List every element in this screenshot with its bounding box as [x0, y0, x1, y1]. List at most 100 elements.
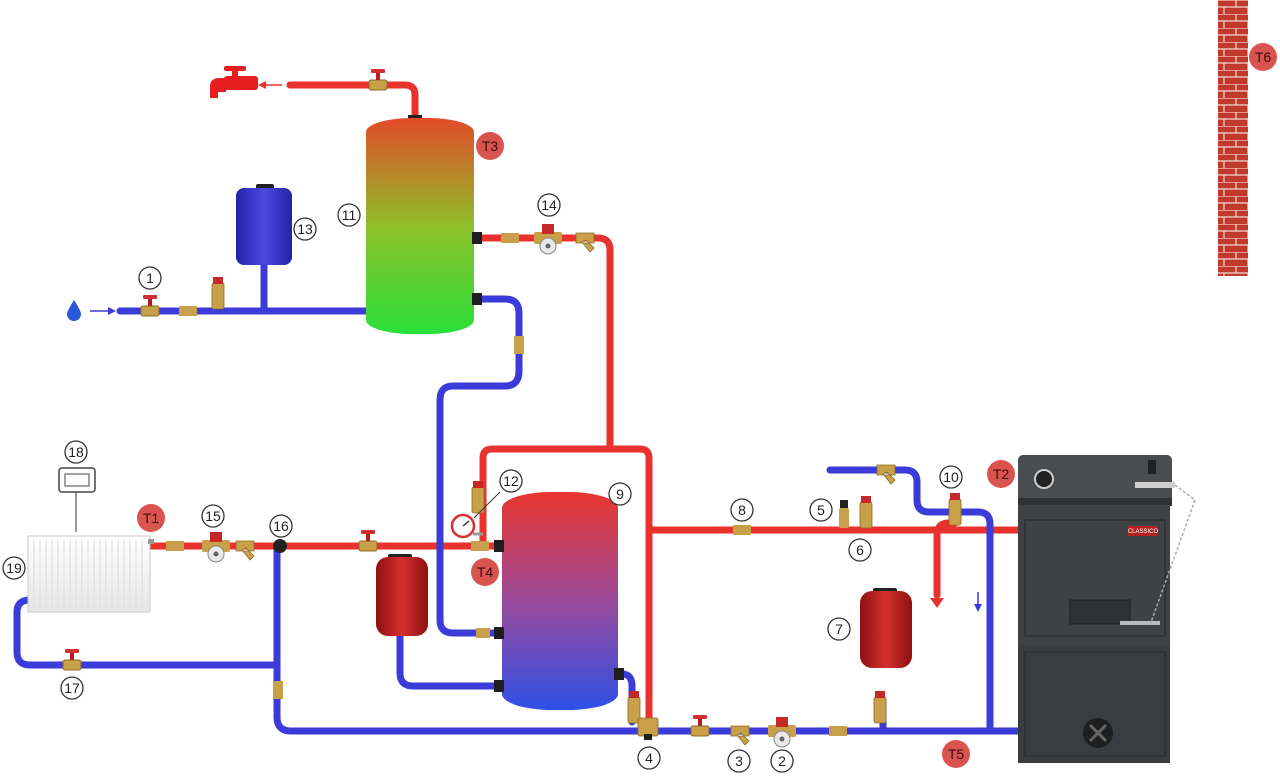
svg-text:13: 13 — [297, 221, 313, 237]
circulation-pump — [779, 736, 785, 742]
pressure-gauge-12 — [450, 513, 483, 539]
circulation-pump — [542, 224, 554, 234]
svg-text:16: 16 — [273, 518, 289, 534]
number-circle: 10 — [939, 465, 963, 489]
svg-text:12: 12 — [503, 473, 519, 489]
number-circle: 7 — [827, 617, 851, 641]
svg-text:8: 8 — [738, 502, 746, 518]
number-circle: 17 — [60, 676, 84, 700]
svg-text:11: 11 — [342, 207, 357, 223]
faucet-icon — [210, 66, 258, 98]
svg-text:19: 19 — [6, 560, 22, 576]
sensor-tags: T1 T2 T3 T4 T5 T6 — [137, 43, 1277, 768]
pipe-coupling — [514, 336, 524, 354]
svg-text:1: 1 — [146, 270, 154, 286]
svg-text:T6: T6 — [1255, 49, 1272, 65]
svg-text:15: 15 — [205, 508, 221, 524]
svg-text:4: 4 — [645, 750, 653, 766]
ball-valve-handle — [361, 530, 375, 534]
pipe-coupling — [273, 681, 283, 699]
number-circle: 2 — [770, 749, 794, 773]
ball-valve-handle — [376, 72, 380, 80]
boiler-icon: CLASSICO — [1018, 455, 1196, 763]
three-way-valve-4 — [637, 717, 659, 737]
expansion-vessel-tank9 — [376, 554, 428, 636]
safety-valve-cap — [950, 493, 960, 500]
brick-chimney-icon — [1218, 0, 1248, 276]
sensor-tag-t5: T5 — [942, 740, 970, 768]
pipe-coupling — [166, 541, 184, 551]
svg-text:7: 7 — [835, 621, 843, 637]
safety-valve — [859, 501, 873, 529]
water-drop-icon — [67, 300, 81, 321]
number-circle: 3 — [727, 749, 751, 773]
ball-valve-handle — [693, 715, 707, 719]
number-circle: 19 — [2, 556, 26, 580]
svg-text:18: 18 — [68, 444, 84, 460]
svg-text:6: 6 — [856, 542, 864, 558]
number-circle: 1 — [138, 266, 162, 290]
number-circle: 11 — [337, 203, 361, 227]
thermostat-icon — [58, 467, 96, 493]
safety-valve — [948, 498, 962, 526]
number-circle: 15 — [201, 504, 225, 528]
ball-valve-handle — [366, 533, 370, 541]
safety-valve-cap — [875, 691, 885, 698]
svg-text:2: 2 — [778, 753, 786, 769]
sensor-tag-t1: T1 — [137, 504, 165, 532]
flow-arrows — [90, 81, 982, 612]
tank-9 — [494, 492, 624, 710]
ball-valve-handle — [70, 652, 74, 660]
mixing-valve-16 — [273, 539, 287, 553]
safety-valve — [211, 282, 225, 310]
svg-text:10: 10 — [943, 469, 959, 485]
pipe-coupling — [733, 525, 751, 535]
svg-text:T4: T4 — [477, 564, 494, 580]
ball-valve-handle — [371, 69, 385, 73]
three-way-valve-4 — [644, 734, 652, 740]
air-vent — [839, 508, 849, 528]
safety-valve — [873, 696, 887, 724]
safety-valve-cap — [861, 496, 871, 503]
radiator-icon — [27, 535, 154, 613]
number-circle: 14 — [537, 193, 561, 217]
svg-text:9: 9 — [616, 486, 624, 502]
ball-valve — [358, 540, 378, 552]
y-strainer — [235, 540, 255, 561]
pipe-coupling — [476, 628, 490, 638]
safety-valve-cap — [473, 481, 483, 488]
pipe-coupling — [829, 726, 847, 736]
ball-valve — [368, 79, 388, 91]
number-circle: 5 — [809, 498, 833, 522]
number-circle: 13 — [293, 217, 317, 241]
air-vent-cap — [840, 500, 848, 508]
expansion-vessel-7 — [860, 588, 912, 668]
expansion-vessel-13 — [236, 184, 292, 265]
ball-valve — [140, 305, 160, 317]
y-strainer — [730, 725, 750, 746]
number-circle: 16 — [269, 514, 293, 538]
number-circle: 18 — [64, 440, 88, 464]
svg-text:5: 5 — [817, 502, 825, 518]
sensor-tag-t6: T6 — [1249, 43, 1277, 71]
ball-valve-handle — [698, 718, 702, 726]
pipe-coupling — [179, 306, 197, 316]
svg-text:3: 3 — [735, 753, 743, 769]
safety-valve-cap — [629, 691, 639, 698]
ball-valve-handle — [65, 649, 79, 653]
ball-valve — [690, 725, 710, 737]
circulation-pump — [210, 532, 222, 542]
ball-valve — [62, 659, 82, 671]
svg-text:17: 17 — [64, 680, 80, 696]
y-strainer — [575, 232, 595, 253]
boiler-brand-label: CLASSICO — [1128, 529, 1159, 535]
number-circle: 12 — [499, 469, 523, 493]
svg-text:T2: T2 — [993, 466, 1010, 482]
tank-11 — [366, 115, 482, 334]
sensor-tag-t2: T2 — [987, 460, 1015, 488]
pipe-fittings — [62, 69, 962, 748]
pipe-coupling — [501, 233, 519, 243]
circulation-pump — [545, 243, 551, 249]
number-circle: 9 — [608, 482, 632, 506]
